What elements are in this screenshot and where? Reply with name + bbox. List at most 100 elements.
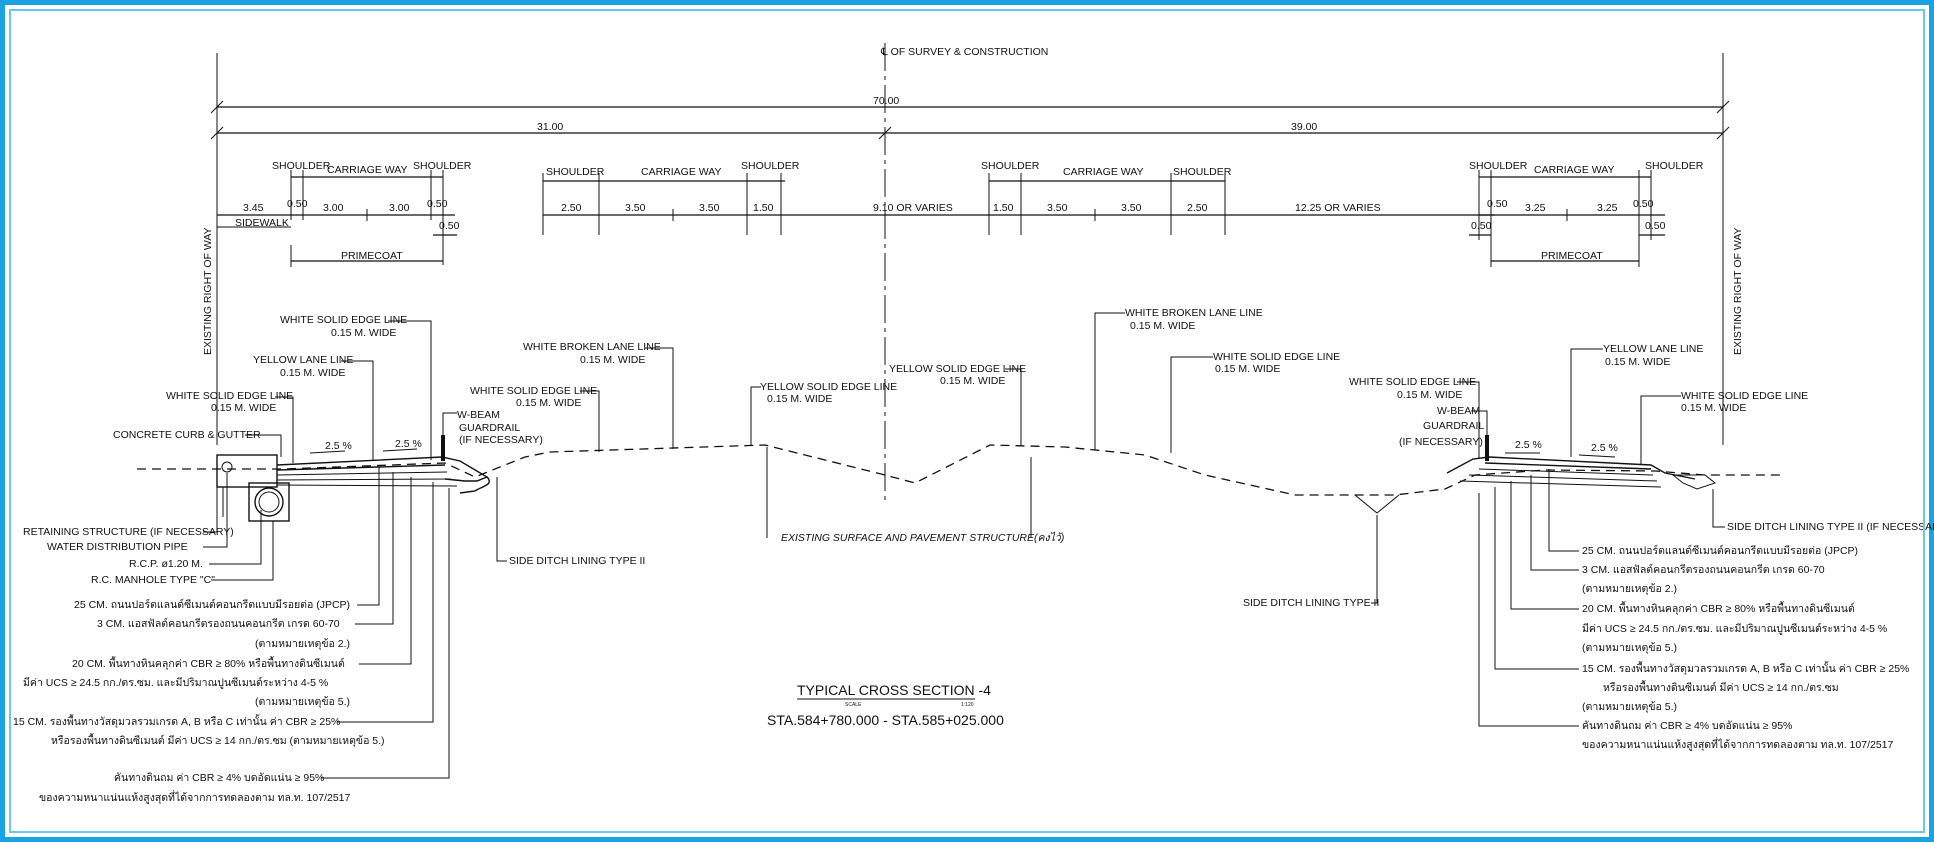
- dim-total: 70.00: [873, 95, 899, 107]
- lbl-wsel-l2: WHITE SOLID EDGE LINE: [166, 390, 293, 402]
- mr-shoulder1: SHOULDER: [981, 160, 1040, 172]
- lbl-existing: EXISTING SURFACE AND PAVEMENT STRUCTURE(…: [781, 531, 1064, 544]
- lr-2: (ตามหมายเหตุข้อ 2.): [1582, 583, 1677, 595]
- ll-6: 15 CM. รองพื้นทางวัสดุมวลรวมเกรด A, B หร…: [13, 714, 340, 728]
- left-dim-sh1: 0.50: [287, 198, 308, 210]
- lbl-wsel-l3: WHITE SOLID EDGE LINE: [470, 385, 597, 397]
- mr-d4: 2.50: [1187, 202, 1208, 214]
- lr-9: คันทางดินถม ค่า CBR ≥ 4% บดอัดแน่น ≥ 95%: [1582, 720, 1792, 732]
- lbl-wsel-r3: WHITE SOLID EDGE LINE: [1681, 390, 1808, 402]
- gap-right-dim: 12.25 OR VARIES: [1295, 202, 1381, 214]
- left-pavement: 2.5 % 2.5 %: [276, 435, 490, 494]
- lbl-w015-a: 0.15 M. WIDE: [331, 327, 396, 339]
- right-dim-sh4: 0.50: [1645, 220, 1666, 232]
- lbl-ditch-r: SIDE DITCH LINING TYPE II (IF NECESSARY): [1727, 521, 1934, 533]
- lr-3: 20 CM. พื้นทางหินคลุกค่า CBR ≥ 80% หรือพ…: [1582, 601, 1855, 615]
- left-dim-cw1: 3.00: [323, 202, 344, 214]
- lbl-ditch-m: SIDE DITCH LINING TYPE II: [1243, 597, 1379, 609]
- lbl-manhole: R.C. MANHOLE TYPE "C": [91, 574, 215, 586]
- mid-right-dim-group: SHOULDER CARRIAGE WAY SHOULDER 1.50 3.50…: [885, 160, 1495, 235]
- ll-7: หรือรองพื้นทางดินซีเมนต์ มีค่า UCS ≥ 14 …: [51, 733, 385, 747]
- dim-right-half: 39.00: [1291, 121, 1317, 133]
- ll-9: ของความหนาแน่นแห้งสูงสุดที่ได้จากการทดลอ…: [39, 790, 351, 804]
- right-dim-cw2: 3.25: [1597, 202, 1618, 214]
- slope-label-1: 2.5 %: [325, 440, 352, 452]
- lr-0: 25 CM. ถนนปอร์ตแลนด์ซีเมนต์คอนกรีตแบบมีร…: [1582, 544, 1858, 557]
- lbl-ysel-1: YELLOW SOLID EDGE LINE: [760, 381, 897, 393]
- lr-6: 15 CM. รองพื้นทางวัสดุมวลรวมเกรด A, B หร…: [1582, 661, 1909, 675]
- mr-carriageway: CARRIAGE WAY: [1063, 166, 1144, 178]
- lbl-wsel-l1: WHITE SOLID EDGE LINE: [280, 314, 407, 326]
- guardrail-post-right: [1485, 435, 1489, 461]
- right-dim-sh2: 0.50: [1633, 198, 1654, 210]
- left-dim-cw2: 3.00: [389, 202, 410, 214]
- slope-label-3: 2.5 %: [1515, 439, 1542, 451]
- lbl-w015-l: 0.15 M. WIDE: [1681, 402, 1746, 414]
- slope-label-2: 2.5 %: [395, 438, 422, 450]
- title-station: STA.584+780.000 - STA.585+025.000: [767, 712, 1004, 728]
- slope-label-4: 2.5 %: [1591, 442, 1618, 454]
- curb-gutter-box: [216, 454, 278, 488]
- layers-left: 25 CM. ถนนปอร์ตแลนด์ซีเมนต์คอนกรีตแบบมีร…: [13, 467, 450, 804]
- left-dim-sh3: 0.50: [439, 220, 460, 232]
- lbl-ditch-l: SIDE DITCH LINING TYPE II: [509, 555, 645, 567]
- dim-ticks-top: [210, 100, 1730, 140]
- left-shoulder2: SHOULDER: [413, 160, 472, 172]
- right-shoulder2: SHOULDER: [1645, 160, 1704, 172]
- lr-7: หรือรองพื้นทางดินซีเมนต์ มีค่า UCS ≥ 14 …: [1603, 680, 1839, 694]
- cross-section-drawing: ℄ OF SURVEY & CONSTRUCTION EXISTING RIGH…: [13, 43, 1934, 804]
- lbl-rcp: R.C.P. ø1.20 M.: [129, 558, 203, 570]
- lr-10: ของความหนาแน่นแห้งสูงสุดที่ได้จากการทดลอ…: [1582, 737, 1894, 751]
- lbl-wsel-r2: WHITE SOLID EDGE LINE: [1349, 376, 1476, 388]
- right-dim-sh3: 0.50: [1471, 220, 1492, 232]
- ll-8: คันทางดินถม ค่า CBR ≥ 4% บดอัดแน่น ≥ 95%: [114, 772, 324, 784]
- lbl-w015-c: 0.15 M. WIDE: [211, 402, 276, 414]
- ll-5: (ตามหมายเหตุข้อ 5.): [255, 696, 350, 708]
- lr-8: (ตามหมายเหตุข้อ 5.): [1582, 701, 1677, 713]
- right-dim-cw1: 3.25: [1525, 202, 1546, 214]
- left-dim-sidewalk: 3.45: [243, 202, 264, 214]
- rcp-pipe: [254, 487, 284, 517]
- lbl-wbeam-l: W-BEAM: [457, 409, 500, 421]
- lbl-w015-k: 0.15 M. WIDE: [1605, 356, 1670, 368]
- lbl-guard-r2: (IF NECESSARY): [1399, 436, 1483, 448]
- ll-4: มีค่า UCS ≥ 24.5 กก./ตร.ซม. และมีปริมาณป…: [23, 676, 328, 689]
- lr-1: 3 CM. แอสฟัลต์คอนกรีตรองถนนคอนกรีต เกรด …: [1582, 563, 1825, 576]
- left-carriageway: CARRIAGE WAY: [327, 164, 408, 176]
- lr-5: (ตามหมายเหตุข้อ 5.): [1582, 642, 1677, 654]
- right-dim-group: SHOULDER CARRIAGE WAY SHOULDER 0.50 3.25…: [1469, 160, 1704, 267]
- guardrail-post-left: [441, 435, 445, 461]
- lbl-w015-b: 0.15 M. WIDE: [280, 367, 345, 379]
- lbl-guard-l2: (IF NECESSARY): [459, 434, 543, 446]
- centerline-label: ℄ OF SURVEY & CONSTRUCTION: [880, 46, 1048, 58]
- lbl-ccg: CONCRETE CURB & GUTTER: [113, 429, 261, 441]
- row-label-left: EXISTING RIGHT OF WAY: [202, 227, 214, 355]
- ml-carriageway: CARRIAGE WAY: [641, 166, 722, 178]
- left-drainage: [216, 454, 290, 525]
- left-primecoat: PRIMECOAT: [341, 250, 403, 262]
- median-dim: 9.10 OR VARIES: [873, 202, 953, 214]
- ll-1: 3 CM. แอสฟัลต์คอนกรีตรองถนนคอนกรีต เกรด …: [97, 617, 340, 630]
- left-dim-sh2: 0.50: [427, 198, 448, 210]
- title-scale-word: SCALE: [845, 702, 862, 708]
- lbl-w015-g: 0.15 M. WIDE: [940, 375, 1005, 387]
- mr-d2: 3.50: [1047, 202, 1068, 214]
- water-pipe: [221, 461, 233, 473]
- title-scale-val: 1:120: [961, 702, 974, 708]
- ml-d1: 2.50: [561, 202, 582, 214]
- manhole-box: [248, 482, 290, 522]
- lbl-guard-r1: GUARDRAIL: [1423, 420, 1484, 432]
- ll-3: 20 CM. พื้นทางหินคลุกค่า CBR ≥ 80% หรือพ…: [72, 656, 345, 670]
- lbl-w015-e: 0.15 M. WIDE: [516, 397, 581, 409]
- lbl-yll-r: YELLOW LANE LINE: [1603, 343, 1703, 355]
- ml-d2: 3.50: [625, 202, 646, 214]
- ml-d3: 3.50: [699, 202, 720, 214]
- lbl-wbll-r: WHITE BROKEN LANE LINE: [1125, 307, 1263, 319]
- left-shoulder1: SHOULDER: [272, 160, 331, 172]
- mr-d1: 1.50: [993, 202, 1014, 214]
- ditch-mid: [1354, 494, 1400, 514]
- upper-callouts: WHITE SOLID EDGE LINE 0.15 M. WIDE YELLO…: [113, 307, 1808, 465]
- ml-shoulder2: SHOULDER: [741, 160, 800, 172]
- mid-left-dim-group: SHOULDER CARRIAGE WAY SHOULDER 2.50 3.50…: [542, 160, 953, 235]
